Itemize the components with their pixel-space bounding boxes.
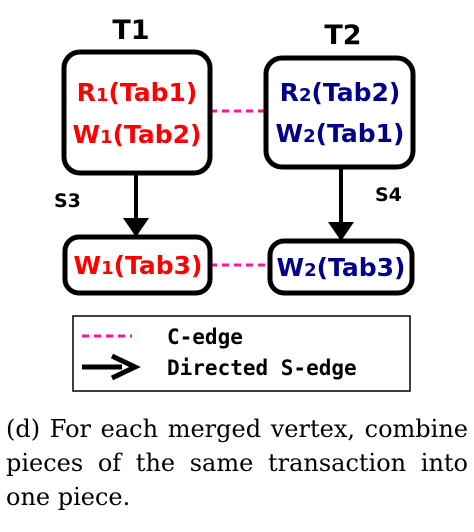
diagram-canvas: T1 T2 S3 S4 R1(Tab1) W1(Tab2) R2(Tab2) W… bbox=[54, 15, 416, 392]
legend-s-edge-arrowhead bbox=[110, 353, 141, 381]
node-t1-bottom-line1: W1(Tab3) bbox=[74, 251, 203, 280]
s-edge-t1-arrowhead bbox=[123, 218, 149, 237]
step-label-s4: S4 bbox=[375, 184, 402, 206]
node-t2-bottom: W2(Tab3) bbox=[267, 238, 415, 296]
s-edge-t2-arrowhead bbox=[328, 222, 354, 241]
column-title-t1: T1 bbox=[112, 15, 149, 46]
legend-c-edge-label: C-edge bbox=[167, 325, 243, 349]
legend-box bbox=[72, 315, 411, 392]
node-t1-bottom: W1(Tab3) bbox=[62, 234, 213, 296]
node-t2-bottom-line1: W2(Tab3) bbox=[277, 253, 406, 282]
legend: C-edge Directed S-edge bbox=[72, 315, 411, 392]
figure-caption: (d) For each merged vertex, combine piec… bbox=[6, 415, 468, 511]
node-t1-top-line2: W1(Tab2) bbox=[73, 120, 202, 149]
node-t2-top-line2: W2(Tab1) bbox=[276, 119, 405, 148]
column-title-t2: T2 bbox=[324, 20, 361, 51]
node-t2-top-line1: R2(Tab2) bbox=[280, 78, 401, 107]
node-t2-top: R2(Tab2) W2(Tab1) bbox=[263, 55, 416, 170]
node-t1-top: R1(Tab1) W1(Tab2) bbox=[61, 49, 213, 176]
step-label-s3: S3 bbox=[54, 190, 81, 212]
node-t1-top-line1: R1(Tab1) bbox=[77, 78, 198, 107]
legend-s-edge-label: Directed S-edge bbox=[167, 356, 357, 380]
